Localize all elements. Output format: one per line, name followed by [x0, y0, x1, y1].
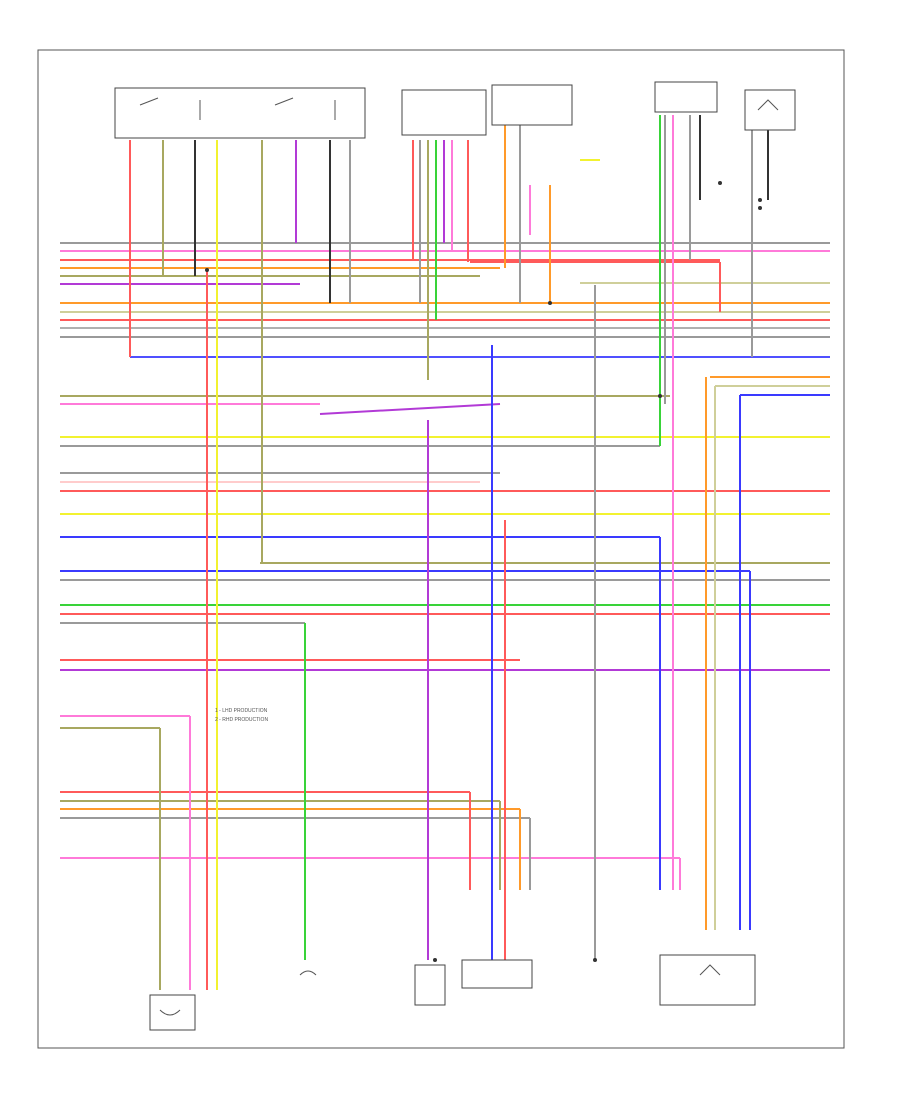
horizontal-wires	[60, 242, 830, 859]
sensor-box	[744, 89, 796, 131]
control-unit-box	[491, 84, 573, 126]
legend-line-2: 2 - RHD PRODUCTION	[215, 717, 268, 723]
module-box	[654, 81, 718, 113]
splice-dots	[205, 181, 762, 962]
switch-symbols	[139, 97, 779, 1016]
legend: 1 - LHD PRODUCTION 2 - RHD PRODUCTION	[215, 708, 268, 723]
connector-box	[461, 959, 533, 989]
wire-h	[319, 403, 501, 415]
diagram-frame	[37, 49, 845, 1049]
switch-panel-box	[114, 87, 366, 139]
sensor-box	[659, 954, 756, 1006]
ground-box	[149, 994, 196, 1031]
connector-box	[414, 964, 446, 1006]
components	[114, 81, 796, 1031]
vertical-wires	[129, 115, 769, 990]
module-box	[401, 89, 487, 136]
legend-line-1: 1 - LHD PRODUCTION	[215, 708, 268, 714]
